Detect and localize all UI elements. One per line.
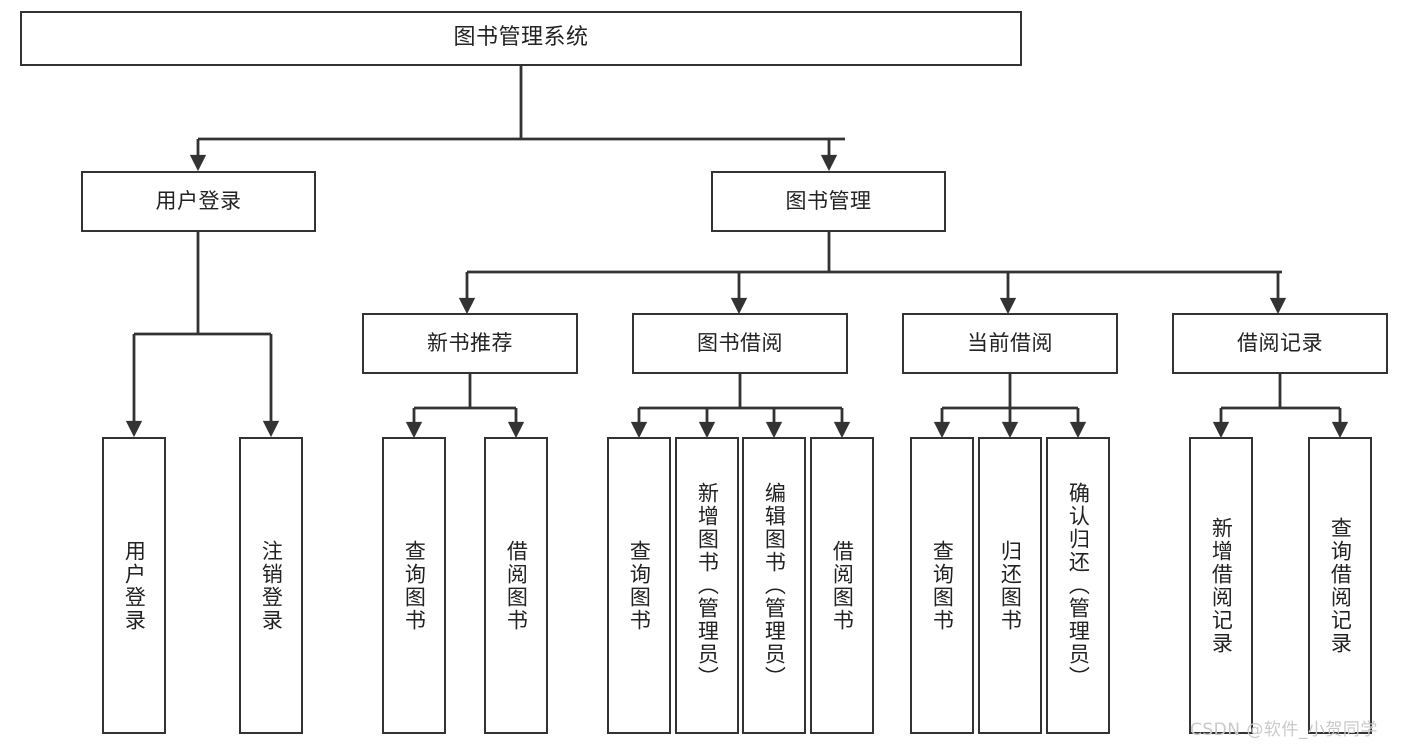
node-leaf-return-book[interactable]: 归还图书 <box>978 437 1042 734</box>
node-label: 查询图书 <box>402 539 427 632</box>
node-label: 当前借阅 <box>967 330 1053 355</box>
node-label: 用户登录 <box>122 539 147 632</box>
node-leaf-borrow-book-recommend[interactable]: 借阅图书 <box>484 437 548 734</box>
node-leaf-borrow-book[interactable]: 借阅图书 <box>810 437 874 734</box>
node-label: 图书管理系统 <box>453 25 589 51</box>
node-leaf-add-borrow-record[interactable]: 新增借阅记录 <box>1189 437 1253 734</box>
node-leaf-query-book-current[interactable]: 查询图书 <box>910 437 974 734</box>
node-leaf-query-borrow-record[interactable]: 查询借阅记录 <box>1308 437 1372 734</box>
node-label: 查询图书 <box>627 539 652 632</box>
node-label: 新增借阅记录 <box>1209 516 1234 655</box>
node-leaf-user-login[interactable]: 用户登录 <box>102 437 166 734</box>
node-borrow-record[interactable]: 借阅记录 <box>1172 313 1388 374</box>
node-label: 借阅图书 <box>504 539 529 632</box>
node-label: 用户登录 <box>155 188 242 213</box>
node-label: 新书推荐 <box>427 330 513 355</box>
node-label: 新增图书（管理员） <box>695 482 720 689</box>
node-label: 注销登录 <box>259 539 284 632</box>
node-leaf-add-book[interactable]: 新增图书（管理员） <box>675 437 739 734</box>
node-current-borrow[interactable]: 当前借阅 <box>902 313 1118 374</box>
node-label: 编辑图书（管理员） <box>762 482 787 689</box>
node-label: 借阅记录 <box>1237 330 1323 355</box>
node-leaf-logout[interactable]: 注销登录 <box>239 437 303 734</box>
node-root-system[interactable]: 图书管理系统 <box>20 11 1022 66</box>
node-book-manage[interactable]: 图书管理 <box>711 171 946 232</box>
node-label: 查询借阅记录 <box>1328 516 1353 655</box>
node-leaf-edit-book[interactable]: 编辑图书（管理员） <box>742 437 806 734</box>
node-label: 查询图书 <box>930 539 955 632</box>
node-label: 确认归还（管理员） <box>1066 482 1091 689</box>
node-label: 归还图书 <box>998 539 1023 632</box>
node-leaf-query-book-recommend[interactable]: 查询图书 <box>382 437 446 734</box>
node-leaf-confirm-return[interactable]: 确认归还（管理员） <box>1046 437 1110 734</box>
node-label: 借阅图书 <box>830 539 855 632</box>
node-label: 图书借阅 <box>697 330 783 355</box>
csdn-watermark: CSDN @软件_小贺同学 <box>1190 720 1378 740</box>
node-label: 图书管理 <box>785 188 872 213</box>
node-user-login[interactable]: 用户登录 <box>81 171 316 232</box>
node-new-book-recommend[interactable]: 新书推荐 <box>362 313 578 374</box>
node-leaf-query-book-borrow[interactable]: 查询图书 <box>607 437 671 734</box>
node-book-borrow[interactable]: 图书借阅 <box>632 313 848 374</box>
